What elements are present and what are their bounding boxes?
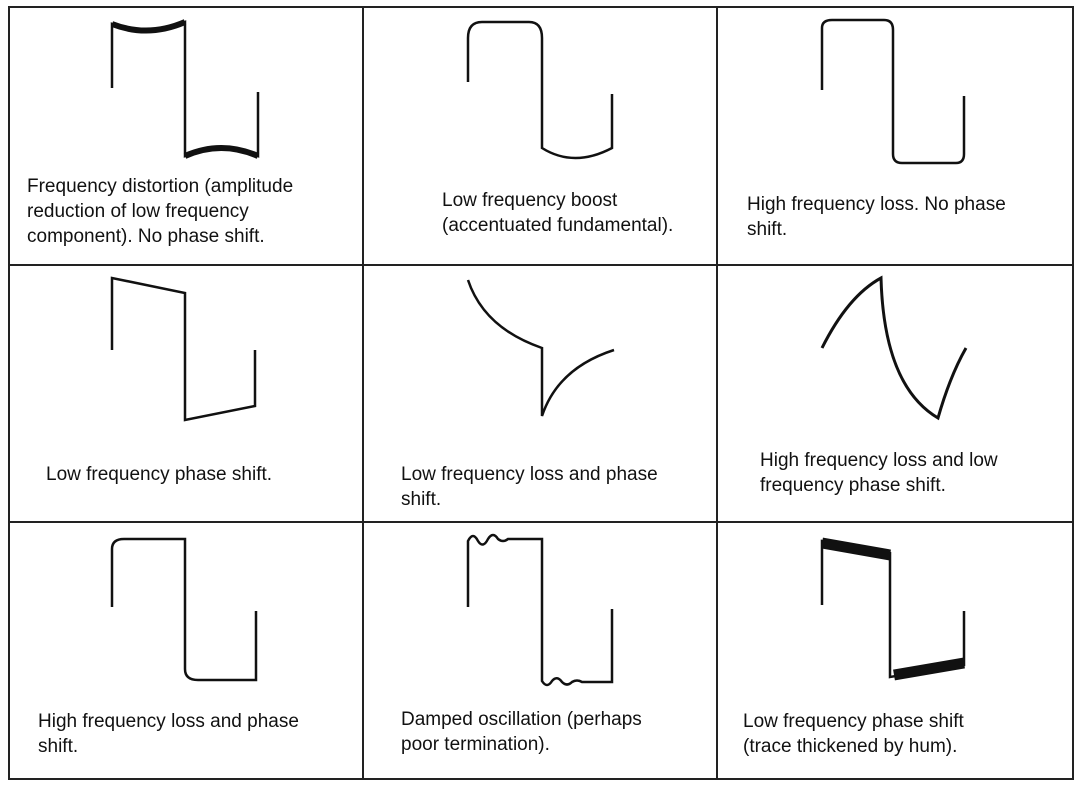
cell-low-frequency-phase-shift-hum: Low frequency phase shift (trace thicken…: [718, 523, 1072, 778]
caption-line: Damped oscillation (perhaps: [401, 709, 642, 730]
caption-damped-oscillation: Damped oscillation (perhaps poor termina…: [401, 707, 642, 757]
cell-high-frequency-loss-and-low-frequency-phase-shift: High frequency loss and low frequency ph…: [718, 266, 1072, 521]
grid-divider-vertical-1: [362, 6, 364, 780]
caption-low-frequency-loss-and-phase-shift: Low frequency loss and phase shift.: [401, 462, 658, 512]
caption-low-frequency-phase-shift: Low frequency phase shift.: [46, 462, 272, 487]
caption-low-frequency-phase-shift-hum: Low frequency phase shift (trace thicken…: [743, 709, 964, 759]
caption-line: Low frequency boost: [442, 190, 618, 211]
caption-high-frequency-loss: High frequency loss. No phase shift.: [747, 192, 1006, 242]
cell-high-frequency-loss-and-phase-shift: High frequency loss and phase shift.: [10, 523, 362, 778]
caption-frequency-distortion: Frequency distortion (amplitude reductio…: [27, 174, 293, 249]
cell-low-frequency-loss-and-phase-shift: Low frequency loss and phase shift.: [364, 266, 716, 521]
caption-high-frequency-loss-and-low-frequency-phase-shift: High frequency loss and low frequency ph…: [760, 448, 998, 498]
caption-line: shift.: [401, 489, 442, 510]
caption-line: shift.: [38, 736, 79, 757]
waveform-low-frequency-boost: [466, 20, 614, 160]
cell-frequency-distortion: Frequency distortion (amplitude reductio…: [10, 8, 362, 264]
waveform-low-frequency-phase-shift: [110, 276, 257, 422]
caption-line: frequency phase shift.: [760, 475, 946, 496]
grid-border-top: [8, 6, 1074, 8]
grid-border-bottom: [8, 778, 1074, 780]
grid-divider-horizontal-1: [8, 264, 1074, 266]
waveform-damped-oscillation: [466, 533, 614, 687]
waveform-high-frequency-loss: [820, 18, 966, 165]
waveform-high-frequency-loss-and-phase-shift: [110, 537, 258, 682]
caption-line: High frequency loss and low: [760, 450, 998, 471]
cell-high-frequency-loss: High frequency loss. No phase shift.: [718, 8, 1072, 264]
grid-divider-horizontal-2: [8, 521, 1074, 523]
caption-line: (accentuated fundamental).: [442, 215, 674, 236]
cell-low-frequency-phase-shift: Low frequency phase shift.: [10, 266, 362, 521]
caption-high-frequency-loss-and-phase-shift: High frequency loss and phase shift.: [38, 709, 299, 759]
waveform-high-frequency-loss-and-low-frequency-phase-shift: [820, 275, 968, 421]
grid-border-right: [1072, 6, 1074, 780]
grid-divider-vertical-2: [716, 6, 718, 780]
waveform-frequency-distortion: [110, 19, 260, 159]
caption-line: Frequency distortion (amplitude: [27, 176, 294, 197]
caption-line: (trace thickened by hum).: [743, 736, 958, 757]
caption-line: component). No phase shift.: [27, 226, 265, 247]
caption-line: Low frequency phase shift.: [46, 464, 273, 485]
cell-damped-oscillation: Damped oscillation (perhaps poor termina…: [364, 523, 716, 778]
caption-line: reduction of low frequency: [27, 201, 249, 222]
caption-line: poor termination).: [401, 734, 550, 755]
cell-low-frequency-boost: Low frequency boost (accentuated fundame…: [364, 8, 716, 264]
caption-line: Low frequency phase shift: [743, 711, 964, 732]
caption-low-frequency-boost: Low frequency boost (accentuated fundame…: [442, 188, 673, 238]
caption-line: High frequency loss. No phase: [747, 194, 1006, 215]
caption-line: shift.: [747, 219, 788, 240]
caption-line: Low frequency loss and phase: [401, 464, 658, 485]
grid-border-left: [8, 6, 10, 780]
waveform-low-frequency-phase-shift-hum: [820, 537, 966, 681]
waveform-low-frequency-loss-and-phase-shift: [466, 279, 615, 417]
caption-line: High frequency loss and phase: [38, 711, 299, 732]
